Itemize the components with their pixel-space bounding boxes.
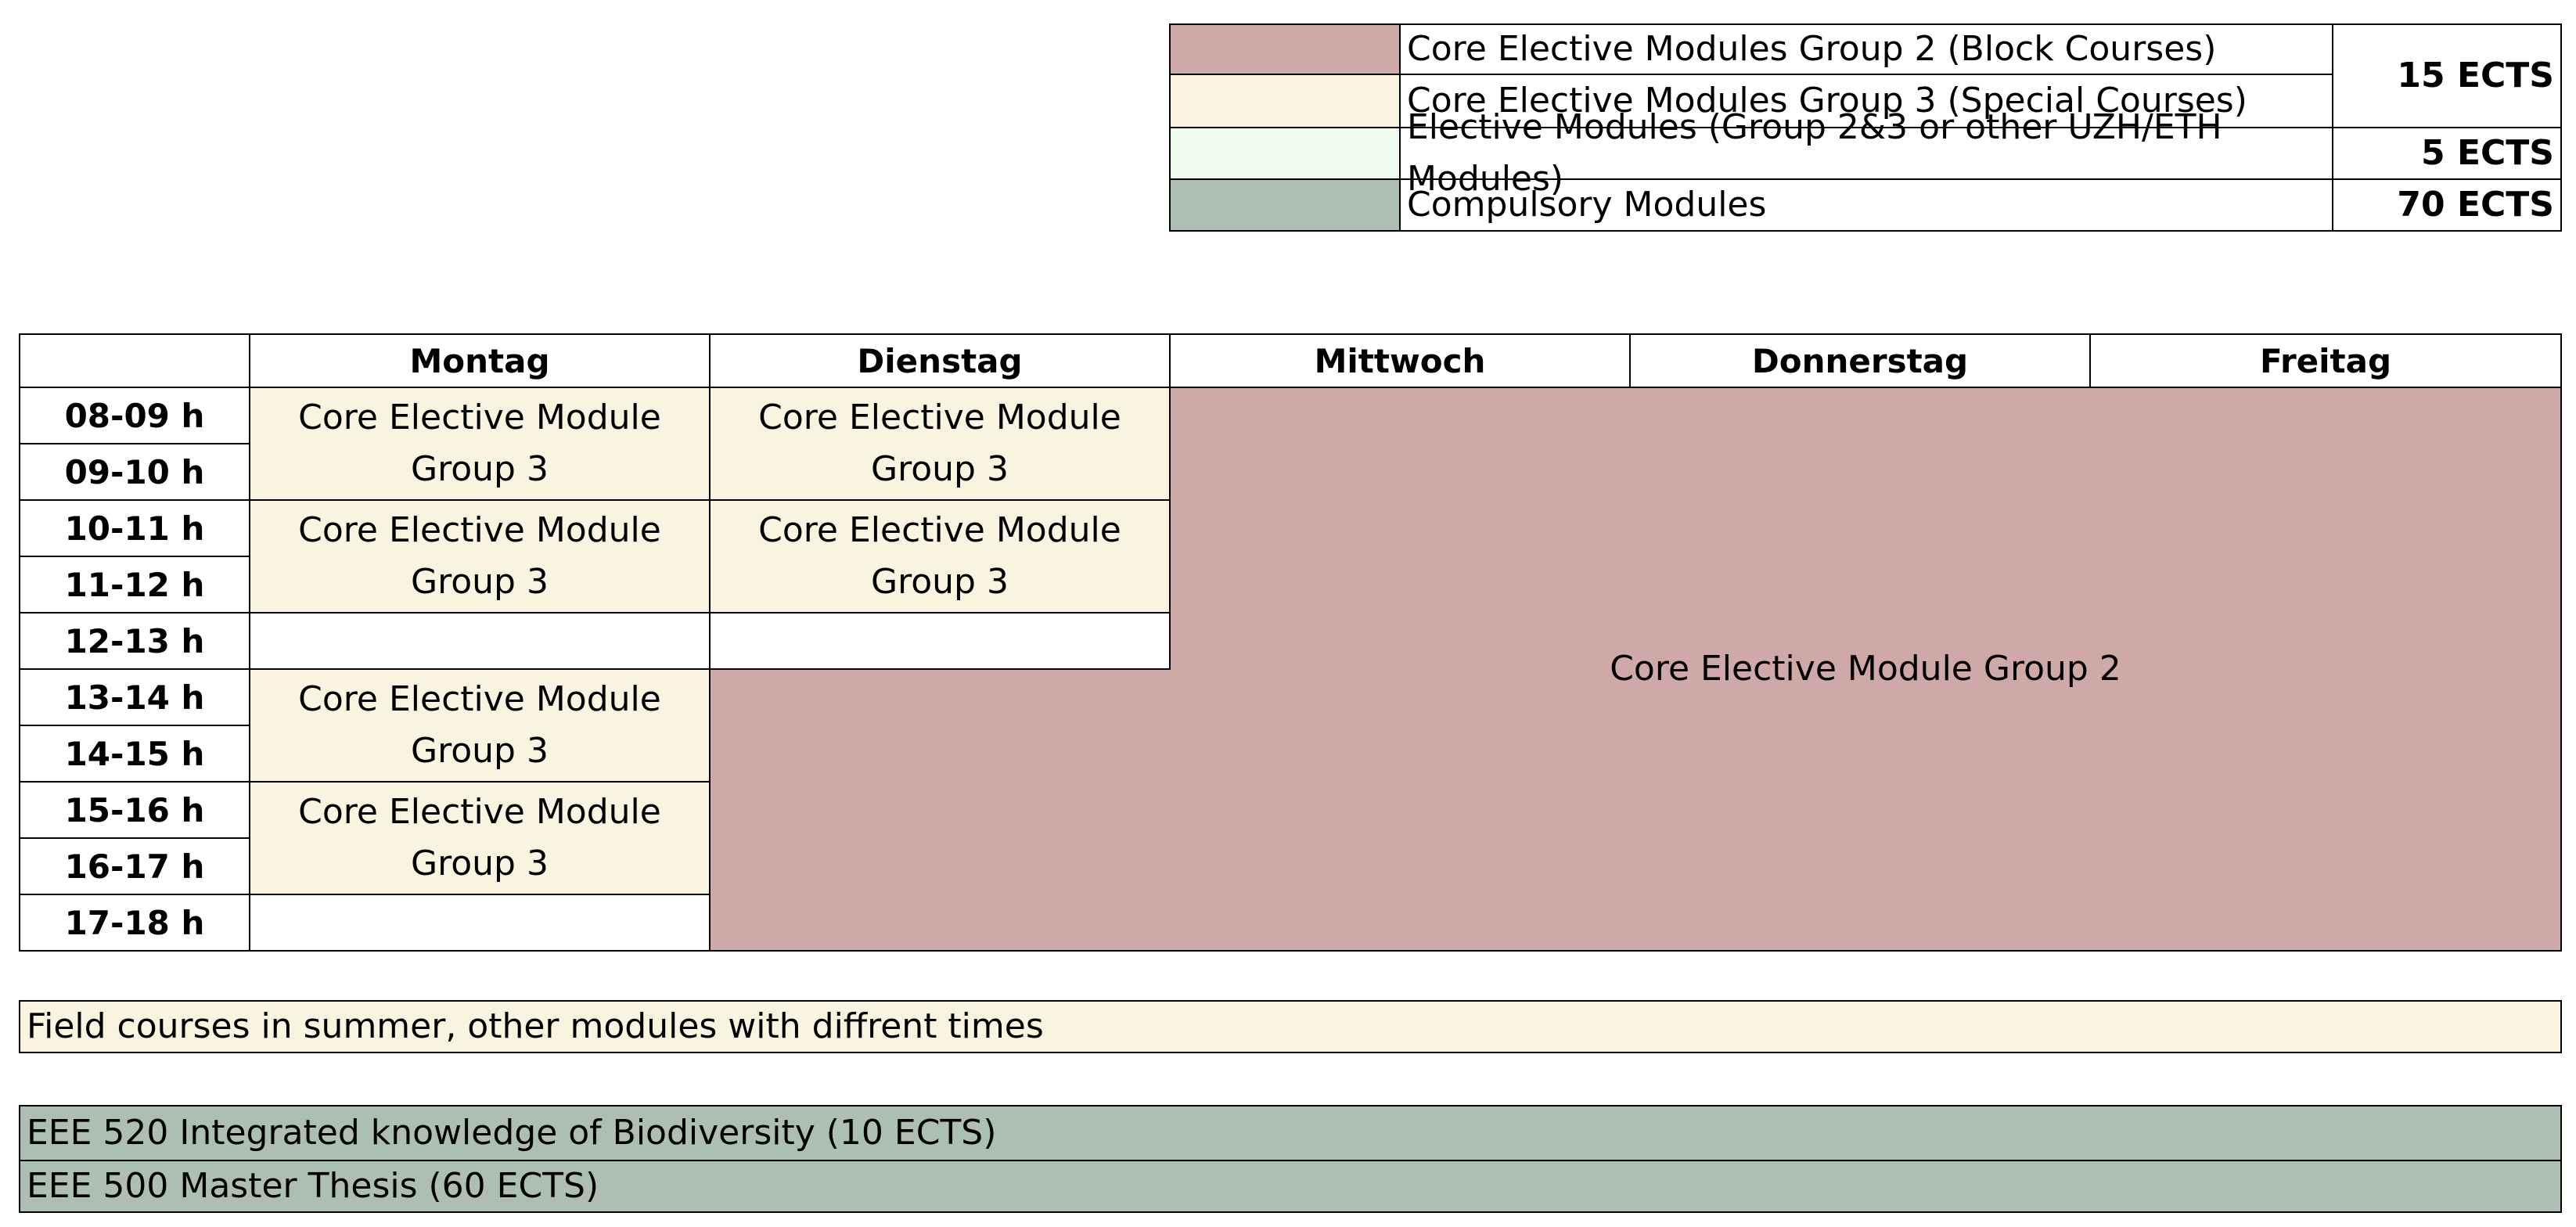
legend-label-compulsory: Compulsory Modules (1399, 178, 2333, 232)
group3-block: Core Elective Module Group 3 (249, 499, 711, 614)
group3-line2: Group 3 (411, 449, 549, 489)
group3-line2: Group 3 (411, 844, 549, 883)
group3-block: Core Elective Module Group 3 (249, 668, 711, 783)
time-slot: 13-14 h (19, 668, 250, 726)
time-slot: 14-15 h (19, 725, 250, 783)
group3-line2: Group 3 (411, 731, 549, 771)
legend-swatch-group3 (1169, 74, 1401, 128)
legend-swatch-elective (1169, 127, 1401, 180)
time-slot: 12-13 h (19, 612, 250, 670)
compulsory-module-row: EEE 520 Integrated knowledge of Biodiver… (19, 1105, 2562, 1161)
group3-line1: Core Elective Module (758, 510, 1121, 550)
group3-line2: Group 3 (871, 449, 1009, 489)
day-header-friday: Freitag (2089, 333, 2562, 388)
time-slot: 11-12 h (19, 556, 250, 614)
day-header-monday: Montag (249, 333, 711, 388)
group2-block-label: Core Elective Module Group 2 (1610, 649, 2121, 689)
group3-line1: Core Elective Module (758, 398, 1121, 437)
time-slot: 10-11 h (19, 499, 250, 557)
time-slot: 17-18 h (19, 894, 250, 952)
day-header-wednesday: Mittwoch (1169, 333, 1631, 388)
time-slot: 16-17 h (19, 837, 250, 895)
day-header-tuesday: Dienstag (709, 333, 1171, 388)
empty-slot (249, 612, 711, 670)
group3-block: Core Elective Module Group 3 (709, 499, 1171, 614)
legend-swatch-compulsory (1169, 178, 1401, 232)
group3-line1: Core Elective Module (298, 679, 661, 719)
field-courses-note: Field courses in summer, other modules w… (19, 1000, 2562, 1053)
group3-line2: Group 3 (411, 562, 549, 602)
schedule-corner (19, 333, 250, 388)
time-slot: 15-16 h (19, 781, 250, 839)
legend-ects-group23: 15 ECTS (2332, 23, 2562, 128)
empty-slot (249, 894, 711, 952)
group3-line2: Group 3 (871, 562, 1009, 602)
legend-ects-compulsory: 70 ECTS (2332, 178, 2562, 232)
legend-label-elective: Elective Modules (Group 2&3 or other UZH… (1399, 107, 2333, 199)
time-slot: 08-09 h (19, 387, 250, 444)
group3-line1: Core Elective Module (298, 792, 661, 832)
compulsory-module-row: EEE 500 Master Thesis (60 ECTS) (19, 1160, 2562, 1213)
legend-ects-elective: 5 ECTS (2332, 127, 2562, 180)
empty-slot (709, 612, 1171, 670)
time-slot: 09-10 h (19, 443, 250, 501)
group3-block: Core Elective Module Group 3 (249, 387, 711, 501)
group3-line1: Core Elective Module (298, 398, 661, 437)
legend-label-group2: Core Elective Modules Group 2 (Block Cou… (1399, 23, 2333, 75)
legend-swatch-group2 (1169, 23, 1401, 75)
group3-line1: Core Elective Module (298, 510, 661, 550)
day-header-thursday: Donnerstag (1629, 333, 2091, 388)
group3-block: Core Elective Module Group 3 (709, 387, 1171, 501)
group3-block: Core Elective Module Group 3 (249, 781, 711, 895)
